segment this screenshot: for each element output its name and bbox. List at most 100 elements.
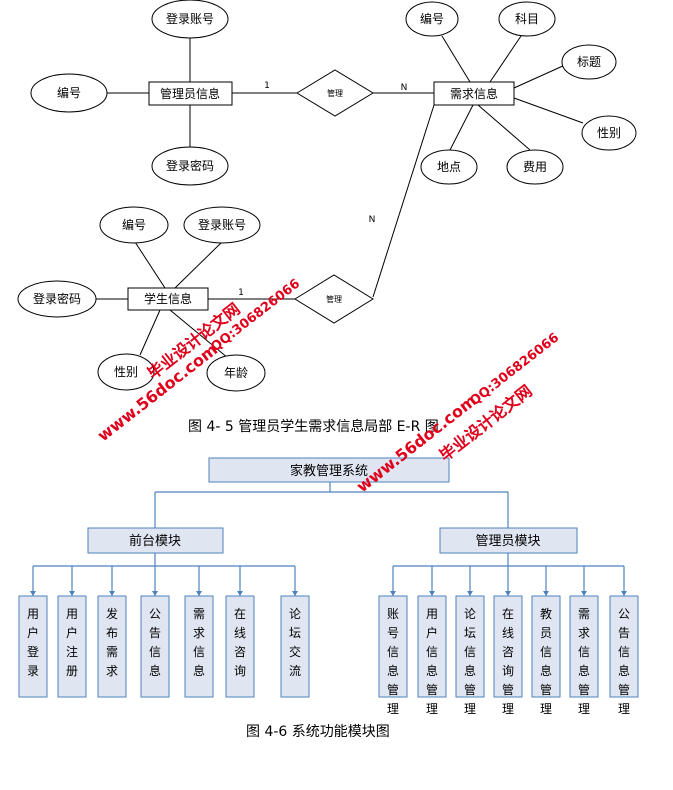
admin-drop-lines [390, 566, 627, 596]
attr-demand-gender: 性别 [597, 126, 621, 140]
entity-box [148, 81, 233, 106]
module-item-box [225, 595, 255, 698]
cardinality-label: N [401, 83, 408, 93]
module-item-box [280, 595, 310, 698]
connector [477, 104, 531, 151]
attr-demand-id: 编号 [420, 11, 444, 26]
connector [489, 35, 522, 83]
cardinality-label: N [369, 215, 376, 225]
caption-er: 图 4- 5 管理员学生需求信息局部 E-R 图 [188, 418, 439, 435]
attr-student-account: 登录账号 [198, 217, 246, 232]
connector [441, 35, 471, 83]
module-item-box [455, 595, 485, 698]
attr-ellipse [405, 1, 459, 37]
admin-entity-group: 登录账号 编号 登录密码 管理员信息 [30, 0, 233, 186]
module-item-box [569, 595, 599, 698]
module-item-label: 公告信息 [149, 607, 161, 678]
attr-admin-password: 登录密码 [166, 158, 214, 173]
drop-arrow [429, 591, 435, 596]
module-item-box [378, 595, 408, 698]
module-item-label: 用户注册 [66, 607, 78, 678]
drop-arrow [196, 591, 202, 596]
attr-ellipse [151, 0, 229, 39]
attr-ellipse [498, 1, 556, 37]
attr-ellipse [99, 206, 169, 244]
module-item-box [18, 595, 48, 698]
entity-box [127, 287, 209, 311]
student-entity-group: 编号 登录账号 登录密码 性别 年龄 学生信息 [17, 206, 266, 392]
attr-demand-subject: 科目 [515, 12, 539, 26]
attr-demand-fee: 费用 [523, 160, 547, 174]
module-item-box [97, 595, 127, 698]
module-item-label: 教员信息管理 [540, 606, 552, 716]
module-admin-label: 管理员模块 [475, 534, 540, 549]
caption-modules: 图 4-6 系统功能模块图 [246, 724, 390, 740]
attr-ellipse [561, 44, 617, 80]
demand-entity-group: 编号 科目 标题 性别 费用 地点 需求信息 [405, 1, 637, 185]
entity-box [433, 81, 515, 106]
module-item-label: 在线咨询管理 [502, 607, 514, 716]
connector [139, 309, 161, 356]
relation-student-label: 管理 [326, 294, 342, 304]
drop-arrow [581, 591, 587, 596]
attr-student-id: 编号 [122, 217, 146, 232]
entity-admin: 管理员信息 [160, 86, 220, 101]
module-item-box [417, 595, 447, 698]
drop-arrow [390, 591, 396, 596]
connector [174, 241, 223, 289]
connector [449, 104, 474, 151]
module-item-label: 论坛交流 [289, 607, 301, 678]
module-item-label: 用户信息管理 [426, 607, 438, 716]
attr-demand-title: 标题 [577, 55, 601, 69]
drop-arrow [292, 591, 298, 596]
entity-demand: 需求信息 [450, 86, 498, 101]
attr-demand-location: 地点 [437, 160, 461, 174]
drop-arrow [69, 591, 75, 596]
module-item-box [140, 595, 170, 698]
module-item-label: 论坛信息管理 [464, 607, 476, 716]
drop-arrow [543, 591, 549, 596]
connector [372, 104, 435, 298]
module-admin-box [439, 527, 578, 554]
module-item-label: 账号信息管理 [387, 607, 399, 716]
connector [513, 64, 566, 89]
module-item-label: 用户登录 [27, 607, 39, 678]
attr-ellipse [206, 354, 266, 392]
er-diagram [96, 35, 584, 359]
drop-arrow [505, 591, 511, 596]
relation-diamond [296, 69, 374, 117]
connector [513, 97, 584, 124]
attr-student-password: 登录密码 [33, 291, 81, 306]
module-front-box [87, 527, 224, 554]
module-item-box [609, 595, 639, 698]
drop-arrow [152, 591, 158, 596]
drop-arrow [30, 591, 36, 596]
attr-ellipse [183, 206, 261, 244]
drop-arrow [237, 591, 243, 596]
module-front-label: 前台模块 [129, 533, 181, 549]
attr-student-gender: 性别 [114, 365, 138, 379]
attr-admin-id: 编号 [57, 85, 81, 100]
front-drop-lines [30, 566, 298, 596]
drop-arrow [467, 591, 473, 596]
attr-ellipse [506, 149, 564, 185]
module-item-label: 公告信息管理 [618, 607, 630, 716]
attr-ellipse [420, 149, 478, 185]
module-item-label: 需求信息管理 [578, 607, 590, 716]
module-item-label: 需求信息 [193, 607, 205, 678]
attr-ellipse [97, 353, 155, 391]
module-item-box [493, 595, 523, 698]
drop-arrow [621, 591, 627, 596]
module-root-label: 家教管理系统 [290, 463, 368, 479]
attr-ellipse [17, 280, 97, 318]
module-item-box [57, 595, 87, 698]
attr-ellipse [581, 115, 637, 151]
attr-student-age: 年龄 [224, 366, 248, 380]
connector [169, 309, 229, 359]
entity-student: 学生信息 [144, 291, 192, 306]
attr-ellipse [30, 73, 108, 113]
module-root-box [208, 457, 450, 483]
connector [134, 241, 166, 289]
